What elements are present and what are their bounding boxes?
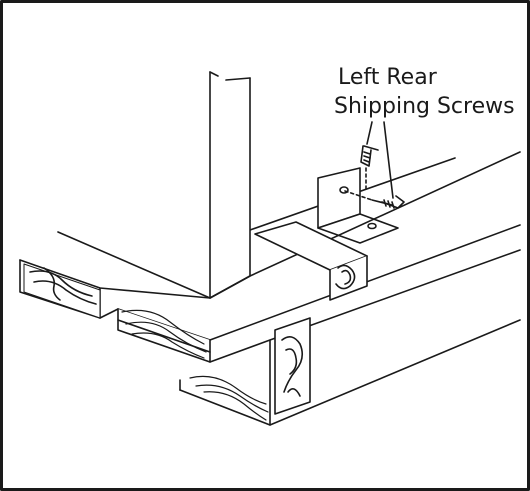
- pallet-cross-beam: [117, 224, 521, 363]
- screw-guide-side: [344, 190, 373, 201]
- shipping-bracket: [317, 167, 399, 244]
- cabinet: [209, 71, 251, 299]
- floor-back-edge: [57, 231, 211, 299]
- callout-line-1: Left Rear: [338, 65, 438, 90]
- callout-line-2: Shipping Screws: [334, 94, 515, 119]
- pallet-end-grain-cross: [121, 309, 207, 359]
- callout-leader-1: [366, 121, 373, 145]
- pallet-end-grain-lower: [189, 375, 269, 421]
- screw-top: [360, 145, 379, 167]
- pallet-lower-deck: [179, 249, 521, 426]
- pallet-block-center: [274, 317, 311, 415]
- pallet-block-back: [254, 221, 368, 301]
- callout-leader-2: [383, 121, 394, 199]
- screw-side: [371, 195, 405, 209]
- pallet-end-grain-left: [23, 263, 101, 319]
